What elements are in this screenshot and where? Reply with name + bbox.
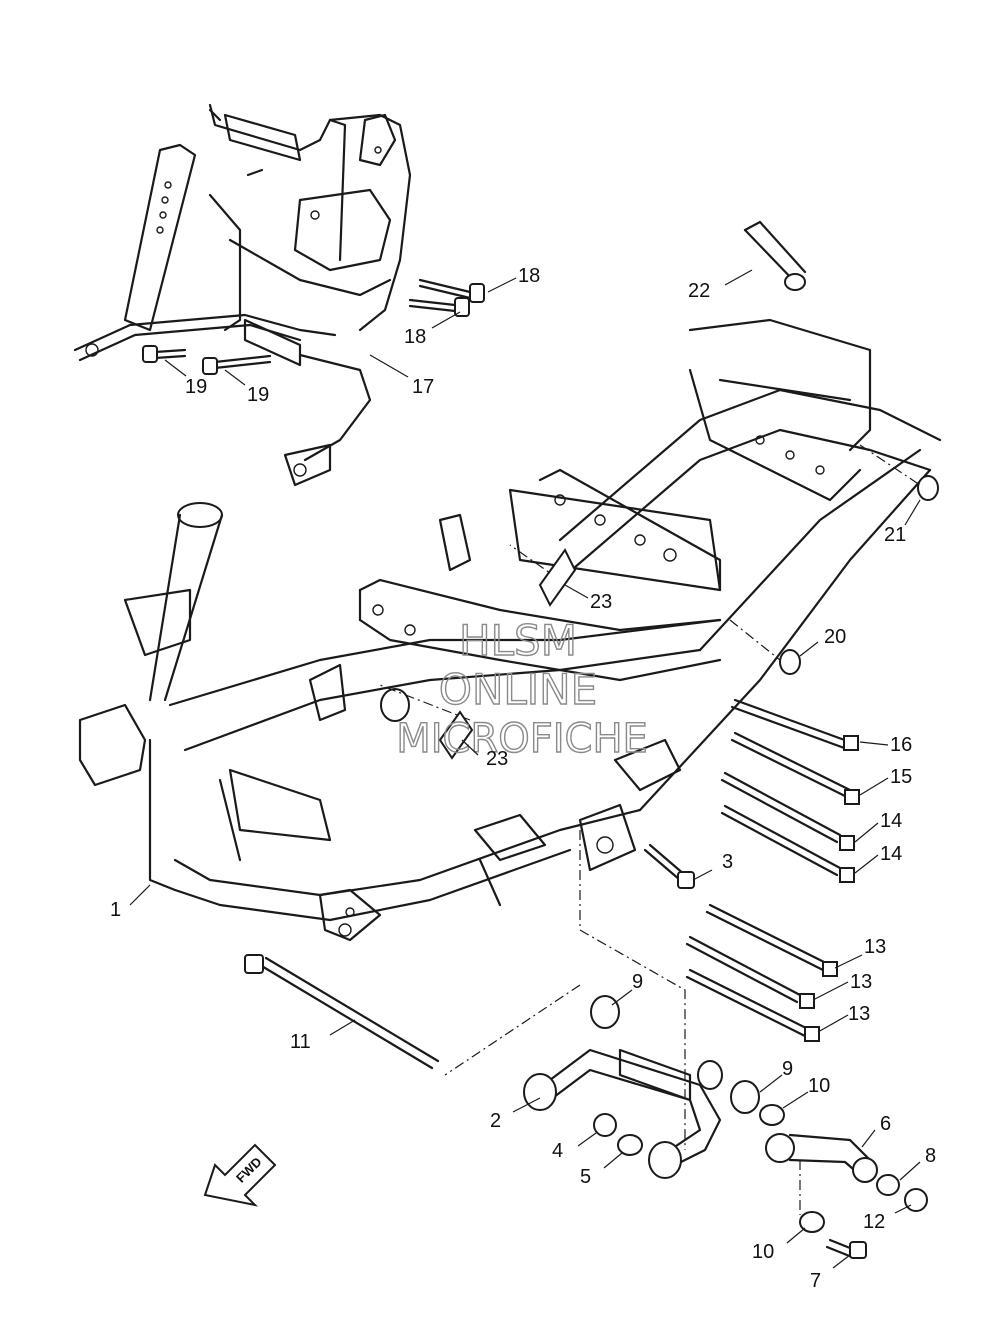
callout-3: 3 bbox=[722, 851, 733, 873]
rear-carrier-assembly bbox=[73, 103, 412, 487]
callout-16: 16 bbox=[890, 734, 912, 756]
callout-19-right: 19 bbox=[247, 384, 269, 406]
carrier-bolts bbox=[142, 278, 485, 375]
callout-18-lower: 18 bbox=[404, 326, 426, 348]
callout-11: 11 bbox=[290, 1031, 311, 1053]
callout-19-left: 19 bbox=[185, 376, 207, 398]
assembly-centerlines bbox=[379, 444, 921, 1215]
callout-10-upper: 10 bbox=[808, 1075, 830, 1097]
callout-9-lower: 9 bbox=[782, 1058, 793, 1080]
watermark-line-2: ONLINE bbox=[439, 665, 597, 714]
link-bracket-6 bbox=[593, 1104, 928, 1259]
watermark: HLSM ONLINE MICROFICHE bbox=[395, 615, 648, 762]
callout-10-lower: 10 bbox=[752, 1241, 774, 1263]
callout-1: 1 bbox=[110, 899, 121, 921]
callout-22: 22 bbox=[688, 280, 710, 302]
forward-direction-arrow: FWD bbox=[203, 1143, 277, 1207]
watermark-line-3: MICROFICHE bbox=[396, 716, 648, 762]
grommets bbox=[779, 475, 939, 675]
callout-23-lower: 23 bbox=[486, 748, 508, 770]
callout-14-a: 14 bbox=[880, 810, 902, 832]
callout-4: 4 bbox=[552, 1140, 563, 1162]
callout-15: 15 bbox=[890, 766, 912, 788]
callout-13-c: 13 bbox=[848, 1003, 870, 1025]
callout-23-upper: 23 bbox=[590, 591, 612, 613]
caution-labels bbox=[438, 548, 577, 760]
callout-13-b: 13 bbox=[850, 971, 872, 993]
callout-6: 6 bbox=[880, 1113, 891, 1135]
engine-mount-bracket-2 bbox=[523, 995, 760, 1179]
main-frame bbox=[78, 318, 942, 942]
callout-5: 5 bbox=[580, 1166, 591, 1188]
watermark-line-1: HLSM bbox=[459, 616, 577, 665]
callout-9-upper: 9 bbox=[632, 971, 643, 993]
callout-12: 12 bbox=[863, 1211, 885, 1233]
callout-20: 20 bbox=[824, 626, 846, 648]
callout-21: 21 bbox=[884, 524, 906, 546]
callout-numbers: 1 2 3 4 5 6 7 8 9 9 10 10 11 12 13 13 13… bbox=[110, 265, 936, 1292]
callout-18-upper: 18 bbox=[518, 265, 540, 287]
callout-leaders bbox=[129, 269, 921, 1269]
part-22-cylinder bbox=[743, 220, 807, 291]
shaft-11 bbox=[244, 954, 440, 1070]
cable-ties bbox=[685, 698, 860, 1042]
callout-2: 2 bbox=[490, 1110, 501, 1132]
callout-14-b: 14 bbox=[880, 843, 902, 865]
callout-17: 17 bbox=[412, 376, 434, 398]
callout-8: 8 bbox=[925, 1145, 936, 1167]
bolt-3 bbox=[643, 843, 695, 889]
callout-13-a: 13 bbox=[864, 936, 886, 958]
callout-7: 7 bbox=[810, 1270, 821, 1292]
